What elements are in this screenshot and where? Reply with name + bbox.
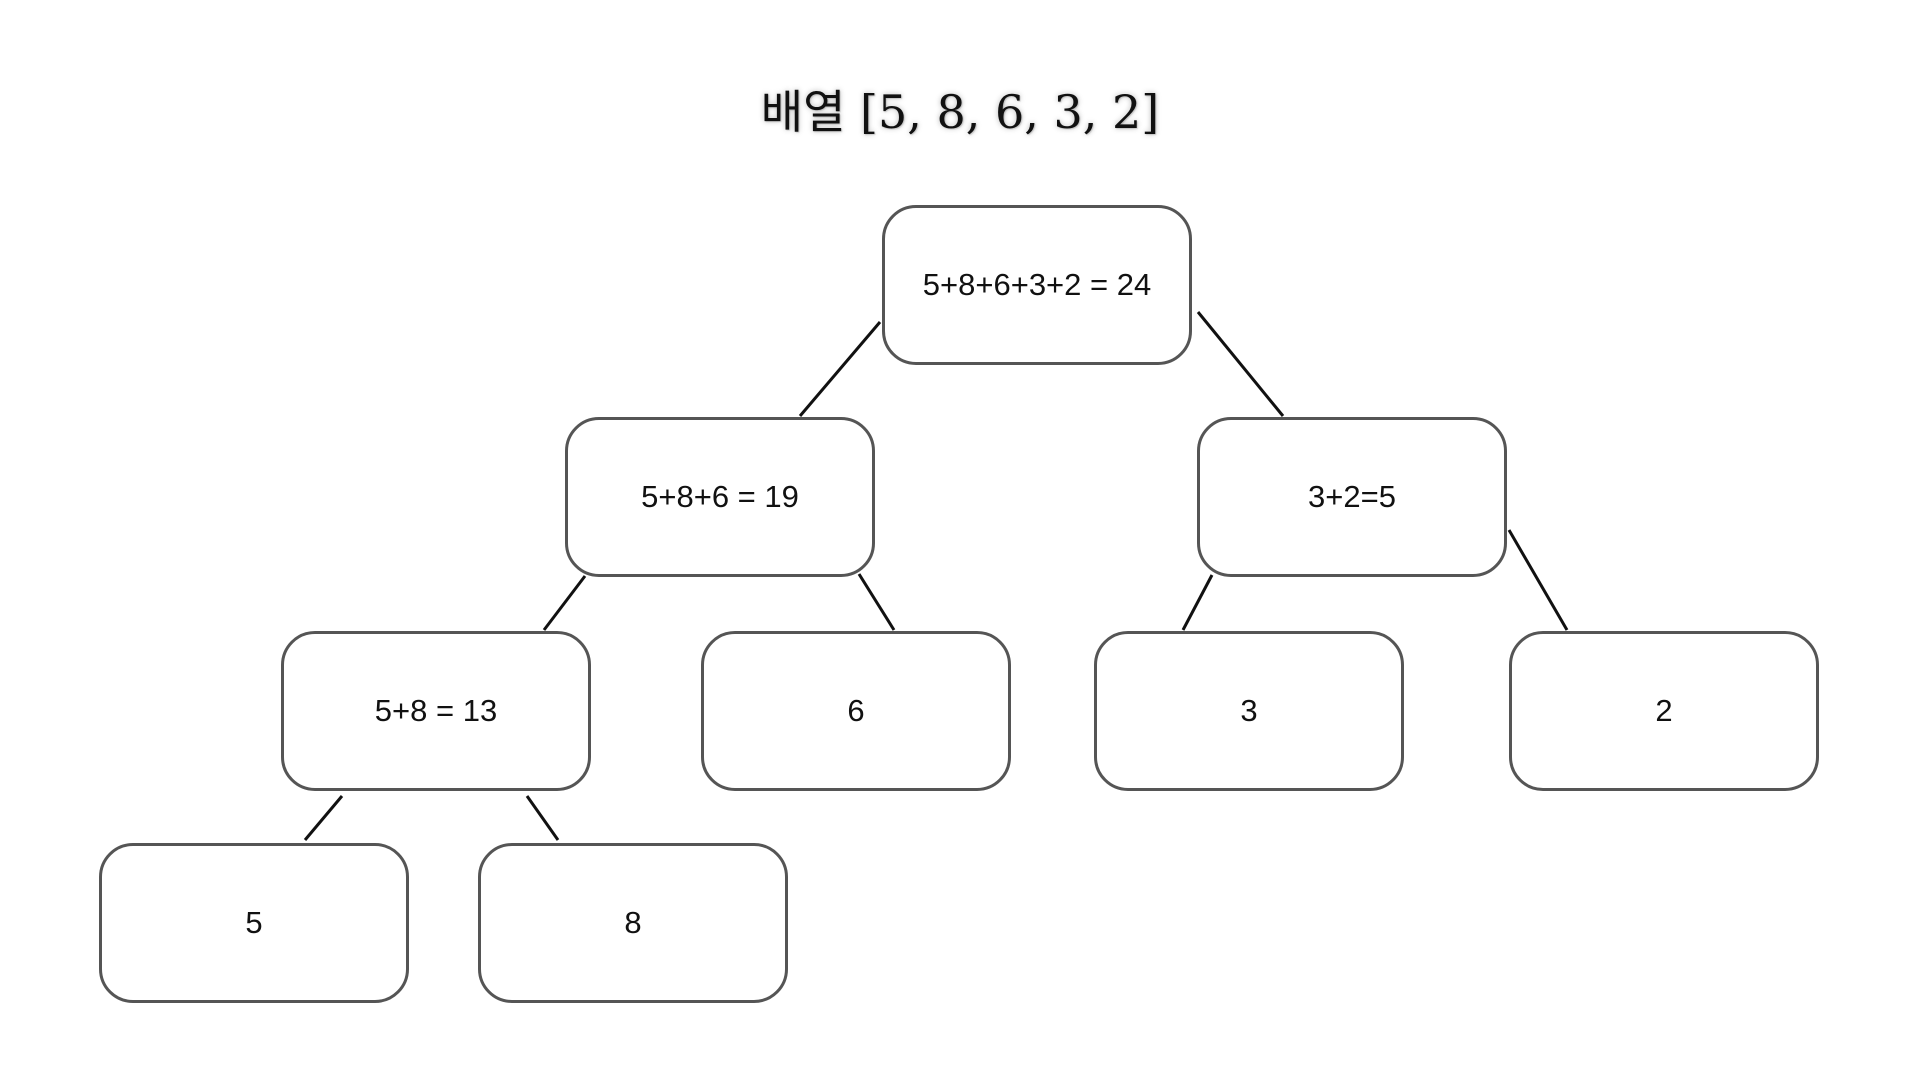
edge-right-rightright xyxy=(1507,529,1569,631)
tree-node-left-right: 6 xyxy=(701,631,1011,791)
edge-leftleft-leaf8 xyxy=(525,795,560,841)
page-title: 배열 [5, 8, 6, 3, 2] xyxy=(760,85,1160,139)
node-label-left: 5+8+6 = 19 xyxy=(641,479,799,514)
node-label-right-left: 3 xyxy=(1240,693,1258,728)
tree-node-left-left: 5+8 = 13 xyxy=(281,631,591,791)
node-label-leaf-8: 8 xyxy=(624,905,642,940)
edge-root-left xyxy=(798,321,882,417)
tree-node-left: 5+8+6 = 19 xyxy=(565,417,875,577)
tree-node-right-left: 3 xyxy=(1094,631,1404,791)
node-label-root: 5+8+6+3+2 = 24 xyxy=(922,267,1152,302)
node-label-left-left: 5+8 = 13 xyxy=(374,693,498,728)
node-label-right: 3+2=5 xyxy=(1308,479,1396,514)
tree-node-root: 5+8+6+3+2 = 24 xyxy=(882,205,1192,365)
tree-node-leaf-5: 5 xyxy=(99,843,409,1003)
edge-leftleft-leaf5 xyxy=(303,795,344,841)
node-label-leaf-5: 5 xyxy=(245,905,263,940)
node-label-left-right: 6 xyxy=(847,693,865,728)
tree-node-right-right: 2 xyxy=(1509,631,1819,791)
tree-node-right: 3+2=5 xyxy=(1197,417,1507,577)
node-label-right-right: 2 xyxy=(1655,693,1673,728)
edge-right-rightleft xyxy=(1181,574,1214,631)
edge-root-right xyxy=(1196,311,1285,417)
edge-left-leftleft xyxy=(542,575,587,631)
edge-left-leftright xyxy=(857,573,896,631)
tree-node-leaf-8: 8 xyxy=(478,843,788,1003)
